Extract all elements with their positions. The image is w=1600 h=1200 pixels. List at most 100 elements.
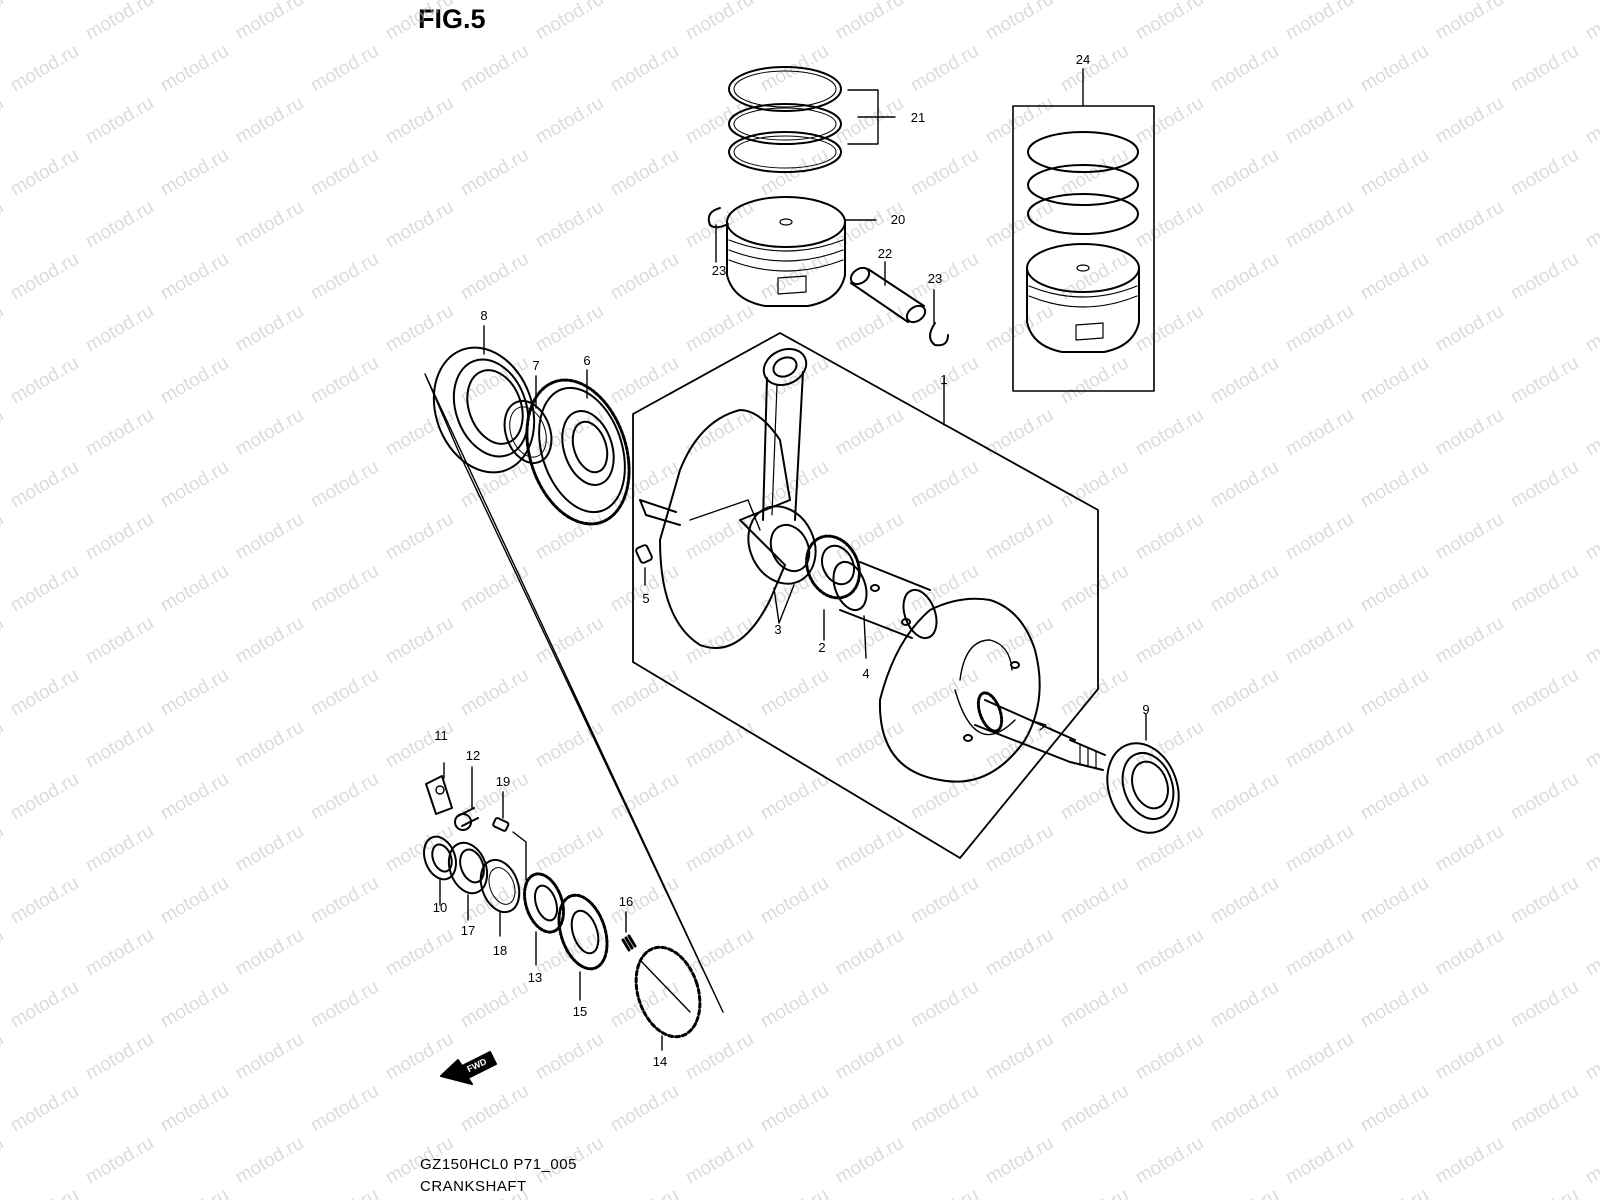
lock-plate-11-drawing: [425, 775, 453, 815]
watermark-text: motod.ru: [1357, 665, 1432, 721]
watermark-text: motod.ru: [7, 145, 82, 201]
watermark-text: motod.ru: [307, 873, 382, 929]
watermark-text: motod.ru: [7, 249, 82, 305]
watermark-text: motod.ru: [1207, 769, 1282, 825]
watermark-text: motod.ru: [157, 145, 232, 201]
piston-kit-box: [1012, 105, 1155, 392]
watermark-text: motod.ru: [1132, 509, 1207, 565]
watermark-text: motod.ru: [157, 249, 232, 305]
watermark-text: motod.ru: [1282, 509, 1357, 565]
needle-bearing-drawing: [805, 534, 861, 600]
exploded-view-guide: [424, 373, 724, 1013]
watermark-text: motod.ru: [607, 249, 682, 305]
watermark-text: motod.ru: [82, 197, 157, 253]
watermark-text: motod.ru: [982, 197, 1057, 253]
watermark-text: motod.ru: [1582, 93, 1600, 149]
watermark-text: motod.ru: [1207, 1185, 1282, 1200]
watermark-text: motod.ru: [382, 93, 457, 149]
watermark-text: motod.ru: [7, 457, 82, 513]
watermark-text: motod.ru: [1357, 1185, 1432, 1200]
gear-6-drawing: [525, 378, 631, 526]
watermark-text: motod.ru: [1582, 1133, 1600, 1189]
watermark-text: motod.ru: [7, 977, 82, 1033]
watermark-text: motod.ru: [757, 561, 832, 617]
figure-title: FIG.5: [418, 4, 486, 34]
watermark-text: motod.ru: [1582, 925, 1600, 981]
callout-c9: 9: [1142, 702, 1149, 717]
watermark-text: motod.ru: [457, 1081, 532, 1137]
watermark-text: motod.ru: [157, 353, 232, 409]
watermark-text: motod.ru: [307, 977, 382, 1033]
watermark-text: motod.ru: [1357, 769, 1432, 825]
figure-caption: CRANKSHAFT: [420, 1178, 527, 1195]
watermark-text: motod.ru: [907, 1081, 982, 1137]
watermark-text: motod.ru: [607, 1081, 682, 1137]
watermark-text: motod.ru: [7, 1185, 82, 1200]
watermark-text: motod.ru: [607, 977, 682, 1033]
callout-c1: 1: [940, 372, 947, 387]
watermark-text: motod.ru: [232, 509, 307, 565]
watermark-text: motod.ru: [307, 41, 382, 97]
watermark-text: motod.ru: [1282, 717, 1357, 773]
watermark-text: motod.ru: [82, 93, 157, 149]
watermark-text: motod.ru: [382, 613, 457, 669]
watermark-text: motod.ru: [1132, 821, 1207, 877]
watermark-text: motod.ru: [607, 769, 682, 825]
watermark-text: motod.ru: [0, 717, 7, 773]
watermark-text: motod.ru: [1057, 353, 1132, 409]
watermark-text: motod.ru: [1207, 353, 1282, 409]
watermark-text: motod.ru: [157, 873, 232, 929]
watermark-text: motod.ru: [832, 1029, 907, 1085]
watermark-text: motod.ru: [1207, 457, 1282, 513]
watermark-text: motod.ru: [1507, 457, 1582, 513]
leader-lines: [439, 68, 1147, 1051]
watermark-text: motod.ru: [1582, 613, 1600, 669]
watermark-text: motod.ru: [82, 1029, 157, 1085]
watermark-text: motod.ru: [82, 0, 157, 44]
watermark-text: motod.ru: [907, 249, 982, 305]
watermark-text: motod.ru: [7, 1081, 82, 1137]
watermark-text: motod.ru: [907, 561, 982, 617]
watermark-text: motod.ru: [1057, 457, 1132, 513]
watermark-text: motod.ru: [607, 1185, 682, 1200]
callout-c6: 6: [583, 353, 590, 368]
watermark-text: motod.ru: [1507, 1185, 1582, 1200]
watermark-text: motod.ru: [1432, 301, 1507, 357]
watermark-text: motod.ru: [7, 353, 82, 409]
watermark-text: motod.ru: [157, 665, 232, 721]
watermark-text: motod.ru: [457, 249, 532, 305]
callout-c23b: 23: [928, 271, 942, 286]
callout-c12: 12: [466, 748, 480, 763]
callout-c11: 11: [434, 728, 448, 743]
watermark-text: motod.ru: [1507, 561, 1582, 617]
watermark-text: motod.ru: [0, 405, 7, 461]
callout-labels: 1234567891011121314151617181920212223232…: [433, 52, 1150, 1069]
watermark-text: motod.ru: [82, 717, 157, 773]
watermark-text: motod.ru: [7, 873, 82, 929]
watermark-text: motod.ru: [0, 1133, 7, 1189]
watermark-text: motod.ru: [1582, 717, 1600, 773]
watermark-text: motod.ru: [232, 717, 307, 773]
watermark-text: motod.ru: [982, 301, 1057, 357]
bearing-9-drawing: [1106, 742, 1180, 834]
piston-kit-drawing: [1026, 131, 1140, 353]
watermark-text: motod.ru: [1282, 197, 1357, 253]
dowel-pin-drawing: [635, 544, 653, 564]
callout-c16: 16: [619, 894, 633, 909]
crank-web-right-drawing: [878, 597, 1041, 783]
watermark-text: motod.ru: [532, 1029, 607, 1085]
watermark-text: motod.ru: [682, 821, 757, 877]
watermark-text: motod.ru: [832, 1133, 907, 1189]
watermark-text: motod.ru: [157, 1185, 232, 1200]
watermark-text: motod.ru: [1282, 925, 1357, 981]
fwd-arrow-icon: [440, 1051, 497, 1085]
watermark-text: motod.ru: [0, 93, 7, 149]
watermark-text: motod.ru: [457, 977, 532, 1033]
watermark-text: motod.ru: [307, 353, 382, 409]
watermark-text: motod.ru: [157, 457, 232, 513]
watermark-text: motod.ru: [1432, 405, 1507, 461]
watermark-text: motod.ru: [832, 0, 907, 44]
watermark-text: motod.ru: [307, 145, 382, 201]
circlip-right-drawing: [929, 322, 949, 347]
